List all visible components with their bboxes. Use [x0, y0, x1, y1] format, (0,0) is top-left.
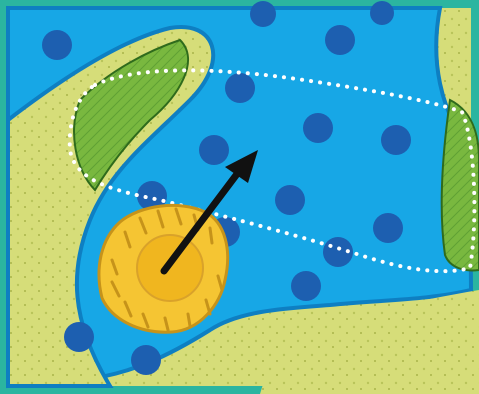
dot [381, 125, 411, 155]
dot [275, 185, 305, 215]
dot [131, 345, 161, 375]
dot [42, 30, 72, 60]
dot [370, 1, 394, 25]
dot [250, 1, 276, 27]
dot [64, 322, 94, 352]
dot [199, 135, 229, 165]
dot [291, 271, 321, 301]
dot [325, 25, 355, 55]
dot [373, 213, 403, 243]
dot [225, 73, 255, 103]
dot [303, 113, 333, 143]
